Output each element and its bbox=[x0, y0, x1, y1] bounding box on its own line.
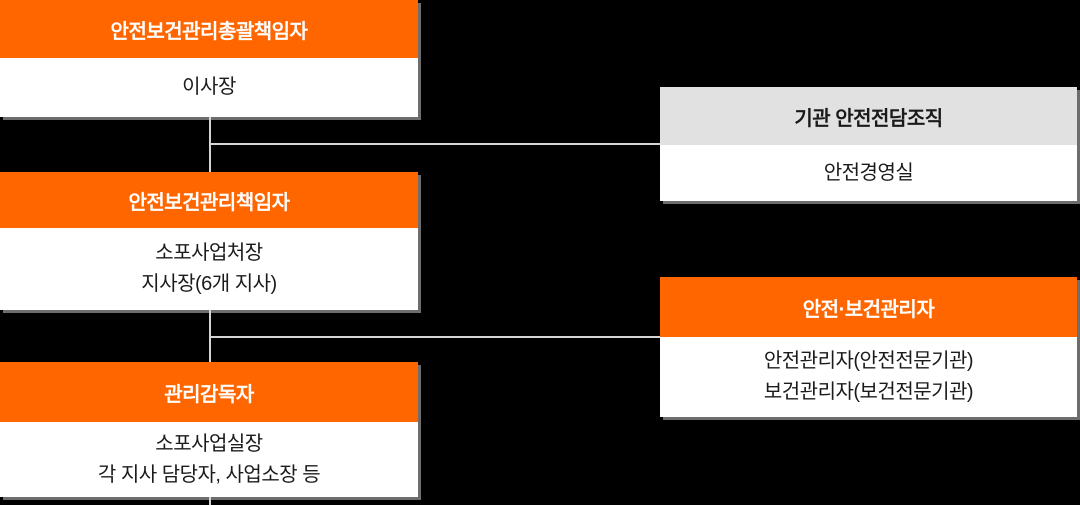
node-body-line: 소포사업실장 bbox=[155, 432, 263, 455]
node-body-line: 각 지사 담당자, 사업소장 등 bbox=[97, 463, 321, 486]
node-body: 안전관리자(안전전문기관) 보건관리자(보건전문기관) bbox=[660, 337, 1077, 417]
node-title: 관리감독자 bbox=[0, 362, 418, 422]
node-body: 안전경영실 bbox=[660, 145, 1077, 201]
node-title: 안전보건관리총괄책임자 bbox=[0, 0, 418, 58]
node-body-line: 소포사업처장 bbox=[155, 242, 263, 264]
node-body-line: 안전관리자(안전전문기관) bbox=[763, 350, 974, 372]
node-body-line: 지사장(6개 지사) bbox=[141, 273, 277, 295]
node-title: 안전·보건관리자 bbox=[660, 277, 1077, 337]
node-body: 이사장 bbox=[0, 58, 418, 117]
connector-horizontal-to-officer bbox=[210, 336, 660, 338]
org-node-agency-safety-dedicated-org: 기관 안전전담조직 안전경영실 bbox=[660, 87, 1077, 201]
org-node-overall-safety-health-manager: 안전보건관리총괄책임자 이사장 bbox=[0, 0, 418, 117]
org-node-safety-health-manager: 안전보건관리책임자 소포사업처장 지사장(6개 지사) bbox=[0, 172, 418, 310]
org-node-supervisor: 관리감독자 소포사업실장 각 지사 담당자, 사업소장 등 bbox=[0, 362, 418, 497]
node-body: 소포사업처장 지사장(6개 지사) bbox=[0, 228, 418, 310]
org-node-safety-health-officer: 안전·보건관리자 안전관리자(안전전문기관) 보건관리자(보건전문기관) bbox=[660, 277, 1077, 417]
node-title: 기관 안전전담조직 bbox=[660, 87, 1077, 145]
node-body-line: 보건관리자(보건전문기관) bbox=[763, 381, 974, 403]
node-title: 안전보건관리책임자 bbox=[0, 172, 418, 228]
node-body: 소포사업실장 각 지사 담당자, 사업소장 등 bbox=[0, 422, 418, 497]
connector-vertical-bottom bbox=[209, 497, 211, 505]
node-body-line: 이사장 bbox=[182, 76, 236, 98]
connector-horizontal-to-safety-org bbox=[210, 143, 660, 145]
node-body-line: 안전경영실 bbox=[823, 161, 914, 184]
